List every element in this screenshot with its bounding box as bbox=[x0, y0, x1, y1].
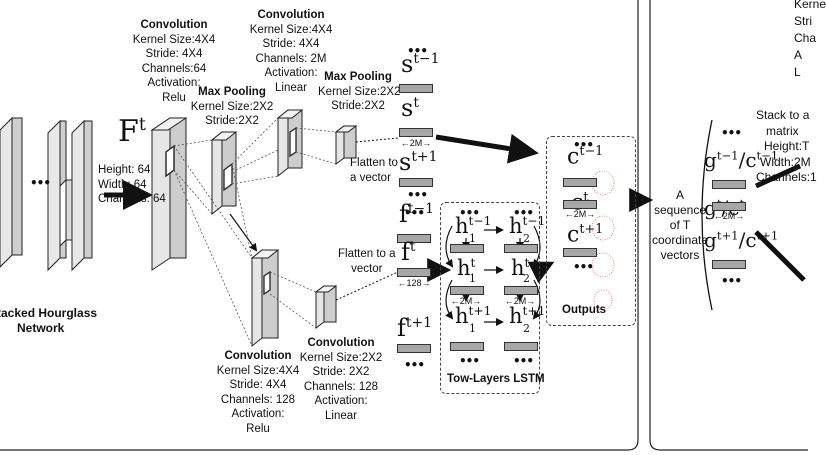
f-tp1: ft+1 bbox=[397, 314, 432, 342]
ft-dimensions: Height: 64 Width: 64 Channels: 64 bbox=[98, 164, 166, 206]
flatten-top-label: Flatten to a vector bbox=[350, 157, 398, 184]
matrix-left-paren bbox=[701, 119, 713, 311]
pool2-slab bbox=[334, 125, 358, 165]
stack-label: Stack to a matrix Height:T Width:2M Chan… bbox=[756, 108, 817, 184]
outputs-box bbox=[546, 136, 636, 326]
hourglass-blocks bbox=[0, 116, 93, 272]
gc-tp1: gt+1/ct+1 bbox=[704, 228, 779, 252]
h2-tm1-sub: 2 bbox=[523, 232, 530, 245]
conv3-slab bbox=[250, 248, 280, 348]
h1-tp1: ht+1 bbox=[455, 304, 492, 328]
network-diagram bbox=[0, 0, 808, 451]
s-tp1: st+1 bbox=[399, 148, 438, 176]
s-ellipsis-bottom: ••• bbox=[407, 188, 428, 202]
c-tm1: ct−1 bbox=[567, 144, 604, 170]
outputs-title: Outputs bbox=[562, 304, 607, 316]
h1-tm1: ht−1 bbox=[455, 214, 492, 238]
h1-tm1-bar bbox=[450, 244, 484, 253]
arrow-pool2-to-s bbox=[355, 137, 399, 143]
arrow-s-to-outputs bbox=[435, 133, 539, 164]
h1-tp1-sub: 1 bbox=[469, 322, 476, 335]
c-t-bar bbox=[563, 200, 597, 209]
h2-tm1: ht−1 bbox=[509, 214, 546, 238]
hourglass-label: tacked Hourglass Network bbox=[0, 306, 98, 335]
arrow-conv4-to-f bbox=[335, 271, 399, 301]
s-dim-2m: ←2M→ bbox=[400, 138, 432, 148]
f-t: ft bbox=[401, 238, 416, 266]
c-ellipsis-top: ••• bbox=[573, 138, 594, 152]
gc-ellipsis-bottom: ••• bbox=[721, 274, 742, 288]
c-tm1-bar bbox=[563, 178, 597, 187]
s-tm1-bar bbox=[399, 84, 433, 93]
conv4-slab bbox=[314, 285, 338, 329]
lstm-title: Tow-Layers LSTM bbox=[447, 373, 545, 385]
f-dim-128: ←128→ bbox=[397, 278, 431, 288]
c-tp1: ct+1 bbox=[567, 222, 604, 248]
c-dim-2m: ←2M→ bbox=[564, 209, 596, 219]
h1-t: ht bbox=[457, 256, 476, 280]
ft-symbol: Ft bbox=[118, 114, 146, 149]
f-ellipsis-bottom: ••• bbox=[404, 358, 425, 372]
s-ellipsis-top: ••• bbox=[407, 44, 428, 58]
arrow-to-right-bottom bbox=[754, 230, 806, 282]
pool1-slab bbox=[210, 130, 238, 216]
lstm-arrows bbox=[445, 225, 541, 326]
lstm-dim-2m-2: ←2M→ bbox=[504, 296, 536, 306]
h2-t-sub: 2 bbox=[523, 272, 530, 285]
pool2-params: Max Pooling Kernel Size:2X2 Stride:2X2 bbox=[318, 71, 401, 113]
gc-dim-2m: ←2M→ bbox=[713, 211, 745, 221]
f-tp1-bar bbox=[397, 344, 431, 353]
c-ellipsis-bottom: ••• bbox=[573, 260, 594, 274]
conv1-slab bbox=[150, 117, 188, 271]
dashed-connectors bbox=[173, 117, 337, 347]
h1-t-bar bbox=[450, 286, 484, 295]
h1-t-sub: 1 bbox=[469, 272, 476, 285]
sequence-label: A sequence of T coordinate vectors bbox=[651, 188, 709, 262]
h2-tp1-sub: 2 bbox=[523, 322, 530, 335]
h2-t-bar bbox=[504, 286, 538, 295]
h2-t: ht bbox=[511, 256, 530, 280]
f-tm1-bar bbox=[397, 234, 431, 243]
lstm-box bbox=[440, 202, 540, 394]
pool1-params: Max Pooling Kernel Size:2X2 Stride:2X2 bbox=[190, 86, 274, 128]
h2-tm1-bar bbox=[504, 244, 538, 253]
arrow-to-right-top bbox=[754, 163, 802, 189]
hourglass-ellipsis: ••• bbox=[30, 176, 51, 190]
conv2-slab bbox=[276, 108, 304, 178]
conv2-params: Convolution Kernel Size:4X4 Stride: 4X4 … bbox=[249, 9, 333, 94]
f-tm1: ft−1 bbox=[399, 200, 434, 228]
s-tp1-bar bbox=[399, 178, 433, 187]
conv4-params: Convolution Kernel Size:2X2 Stride: 2X2 … bbox=[299, 337, 383, 422]
lstm-ellipsis-bottom-2: ••• bbox=[513, 354, 534, 368]
s-t: st bbox=[401, 94, 419, 122]
lstm-dim-2m-1: ←2M→ bbox=[450, 296, 482, 306]
c-tp1-bar bbox=[563, 248, 597, 257]
s-t-bar bbox=[399, 128, 433, 137]
h1-tm1-sub: 1 bbox=[469, 232, 476, 245]
f-t-bar bbox=[397, 268, 431, 277]
lstm-ellipsis-top-1: ••• bbox=[459, 206, 480, 220]
gc-ellipsis-top: ••• bbox=[721, 126, 742, 140]
h1-tp1-bar bbox=[450, 342, 484, 351]
gc-tm1-bar bbox=[712, 180, 746, 189]
f-ellipsis-top: ••• bbox=[404, 206, 425, 220]
flatten-bottom-label: Flatten to a vector bbox=[338, 248, 396, 275]
arrow-conv1-to-conv3 bbox=[229, 213, 258, 252]
right-panel-border bbox=[649, 0, 808, 451]
gc-t-bar bbox=[712, 202, 746, 211]
h2-tp1-bar bbox=[504, 342, 538, 351]
s-tm1: st−1 bbox=[401, 50, 440, 78]
gc-tm1: gt−1/ct−1 bbox=[704, 148, 779, 172]
lstm-ellipsis-bottom-1: ••• bbox=[459, 354, 480, 368]
conv1-params: Convolution Kernel Size:4X4 Stride: 4X4 … bbox=[132, 19, 216, 104]
lstm-ellipsis-top-2: ••• bbox=[513, 206, 534, 220]
conv3-params: Convolution Kernel Size:4X4 Stride: 4X4 … bbox=[216, 350, 300, 435]
h2-tp1: ht+1 bbox=[509, 304, 546, 328]
gc-tp1-bar bbox=[712, 260, 746, 269]
left-panel-border bbox=[0, 0, 639, 451]
right-cut-text: Kerne Stri Cha A L bbox=[794, 0, 826, 79]
